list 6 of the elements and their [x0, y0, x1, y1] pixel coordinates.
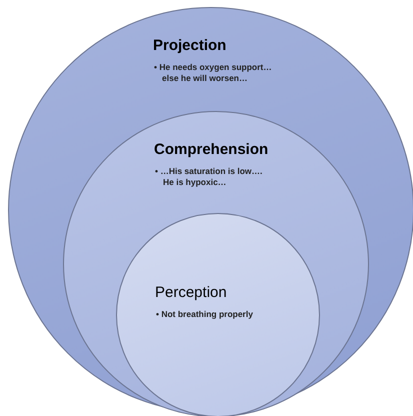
bullet-text: • Not breathing properly	[156, 309, 254, 320]
circle-heading: Comprehension	[154, 141, 268, 159]
circle-heading: Perception	[155, 284, 227, 302]
bullet-text: • He needs oxygen support… else he will worsen…	[154, 62, 272, 84]
circle-heading: Projection	[153, 37, 226, 55]
bullet-text: • …His saturation is low…. He is hypoxic…	[155, 166, 264, 188]
